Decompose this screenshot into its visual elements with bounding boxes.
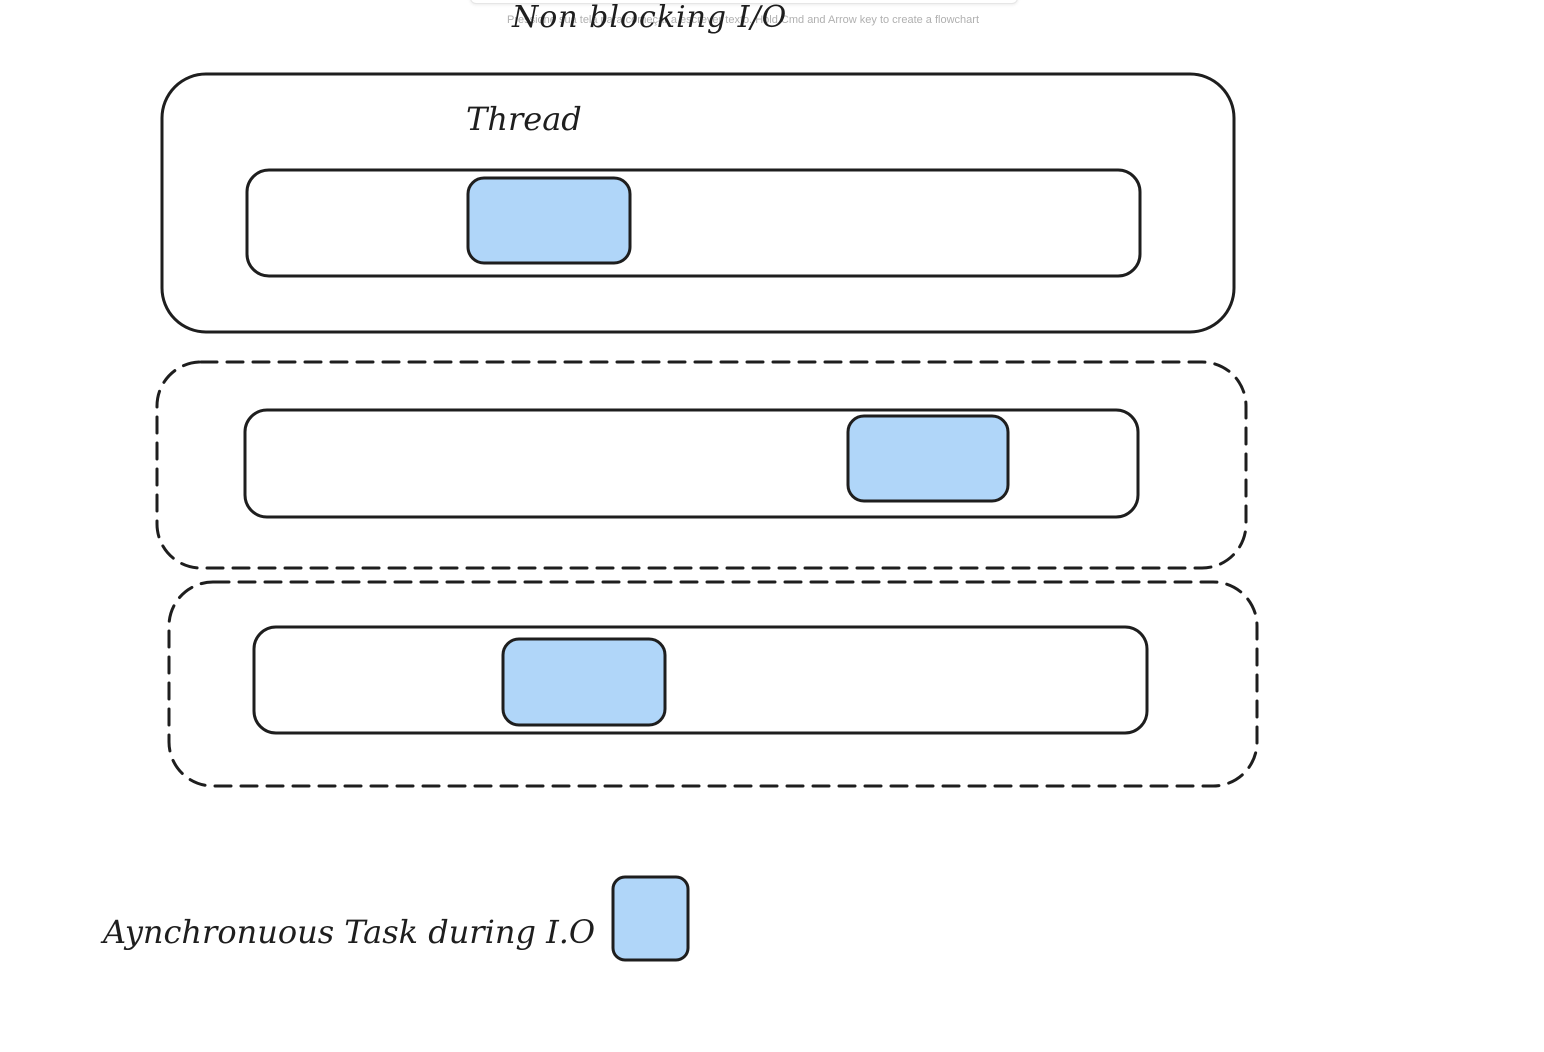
async-task-block-2[interactable]: [846, 414, 1010, 503]
legend-swatch[interactable]: [611, 875, 690, 962]
thread-lane-1[interactable]: [245, 168, 1142, 278]
diagram-title[interactable]: Non blocking I/O: [512, 0, 788, 35]
thread-lane-3[interactable]: [252, 625, 1149, 735]
canvas-hint: Pressione sua tela para começar a escrev…: [507, 14, 979, 26]
thread-container-solid[interactable]: [160, 72, 1236, 334]
thread-lane-2[interactable]: [243, 408, 1140, 519]
async-task-block-1[interactable]: [466, 176, 632, 265]
thread-label[interactable]: Thread: [466, 100, 582, 138]
async-task-block-3[interactable]: [501, 637, 667, 727]
legend-label[interactable]: Aynchronuous Task during I.O: [103, 913, 596, 951]
thread-container-dashed-1[interactable]: [155, 360, 1248, 570]
thread-container-dashed-2[interactable]: [167, 580, 1259, 788]
